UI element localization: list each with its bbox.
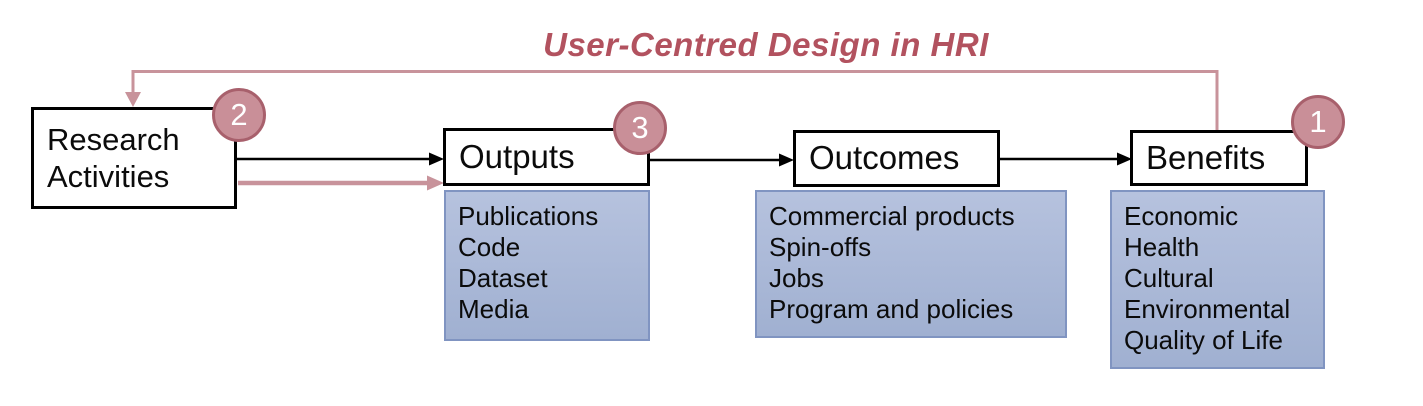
box-benefits: Benefits bbox=[1130, 130, 1308, 186]
outcomes-list: Commercial products Spin-offs Jobs Progr… bbox=[755, 190, 1067, 338]
arrowhead-outputs-to-outcomes-icon bbox=[779, 153, 794, 167]
benefits-label: Benefits bbox=[1146, 138, 1266, 176]
diagram-title: User-Centred Design in HRI bbox=[543, 26, 989, 63]
list-item: Media bbox=[458, 294, 529, 324]
step-badge-3: 3 bbox=[613, 101, 667, 155]
list-item: Health bbox=[1124, 232, 1200, 262]
list-item: Economic bbox=[1124, 201, 1239, 231]
box-outcomes: Outcomes bbox=[793, 130, 1000, 187]
outputs-label: Outputs bbox=[459, 137, 575, 175]
list-item: Publications bbox=[458, 201, 599, 231]
benefits-list: Economic Health Cultural Environmental Q… bbox=[1110, 190, 1325, 369]
list-item: Code bbox=[458, 232, 521, 262]
list-item: Commercial products bbox=[769, 201, 1015, 231]
list-item: Dataset bbox=[458, 263, 548, 293]
list-item: Jobs bbox=[769, 263, 824, 293]
list-item: Spin-offs bbox=[769, 232, 872, 262]
pink-arrowhead-research-to-outputs-icon bbox=[427, 175, 444, 191]
outcomes-label: Outcomes bbox=[809, 139, 960, 177]
research-activities-label: Research Activities bbox=[47, 122, 180, 194]
list-item: Quality of Life bbox=[1124, 325, 1283, 355]
list-item: Program and policies bbox=[769, 294, 1014, 324]
feedback-arrowhead-icon bbox=[125, 92, 141, 107]
list-item: Environmental bbox=[1124, 294, 1291, 324]
arrowhead-research-to-outputs-icon bbox=[429, 152, 444, 166]
list-item: Cultural bbox=[1124, 263, 1214, 293]
step-badge-1: 1 bbox=[1291, 95, 1345, 149]
step-badge-2: 2 bbox=[212, 88, 266, 142]
outputs-list: Publications Code Dataset Media bbox=[444, 190, 650, 341]
feedback-arrow-line bbox=[131, 70, 1219, 131]
box-research-activities: Research Activities bbox=[31, 107, 237, 209]
